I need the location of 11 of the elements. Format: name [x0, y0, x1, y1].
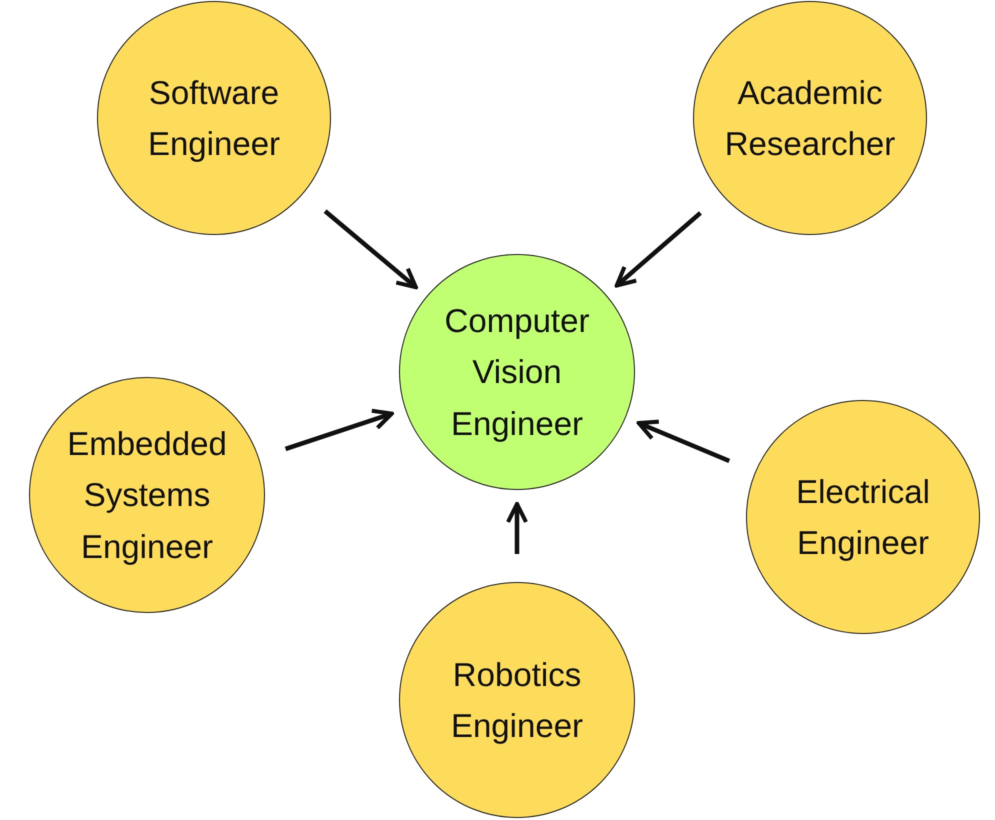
arrow: [614, 211, 702, 288]
role-name: Robotics Engineer: [450, 654, 584, 746]
role-name: Computer Vision Engineer: [444, 301, 590, 444]
arrow: [506, 502, 528, 554]
role-name: Academic Researcher: [724, 72, 896, 164]
arrow: [324, 209, 418, 290]
role-name: Software Engineer: [146, 72, 282, 164]
role-name: Embedded Systems Engineer: [66, 424, 228, 567]
role-name: Electrical Engineer: [795, 472, 931, 563]
arrow: [636, 420, 730, 464]
arrow: [284, 408, 394, 452]
